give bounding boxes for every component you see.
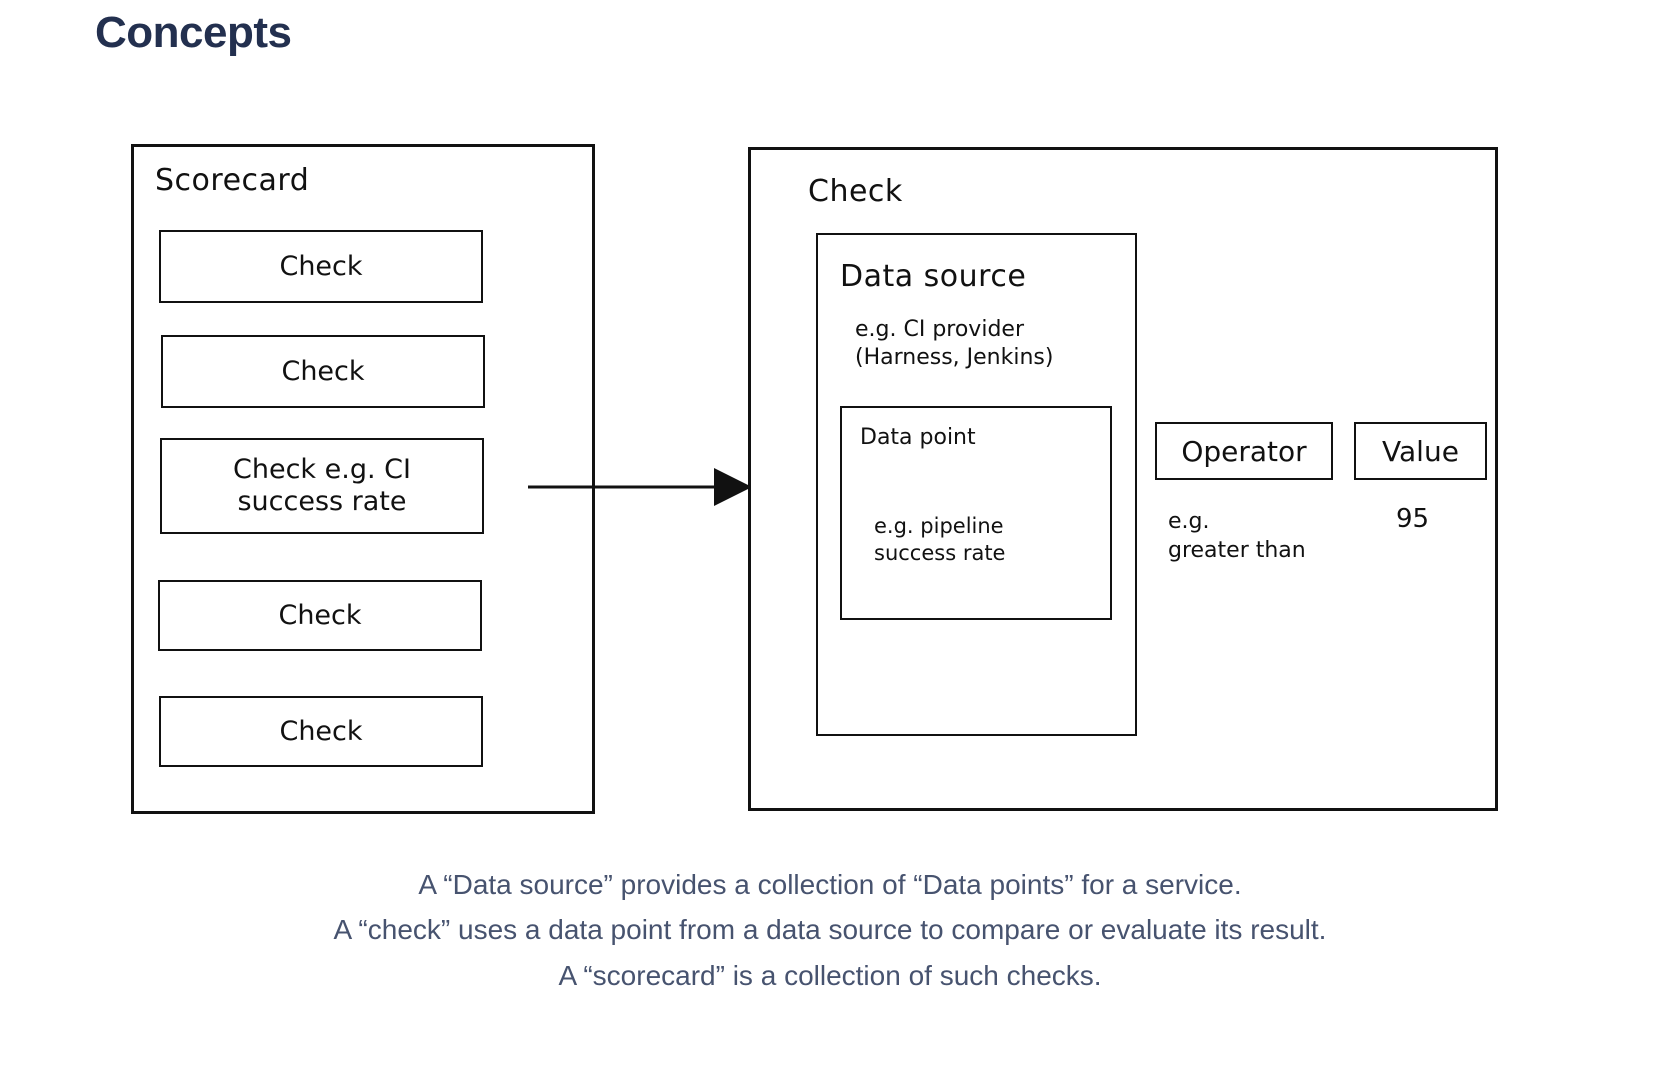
value-example: 95 <box>1396 504 1430 534</box>
scorecard-check-item-5[interactable]: Check <box>159 696 483 767</box>
data-point-example: e.g. pipeline success rate <box>874 514 1006 566</box>
scorecard-check-item-2[interactable]: Check <box>161 335 485 408</box>
scorecard-check-item-4[interactable]: Check <box>158 580 482 651</box>
data-source-label: Data source <box>840 259 1027 294</box>
caption-line-1: A “Data source” provides a collection of… <box>418 869 1242 900</box>
operator-example: e.g. greater than <box>1168 509 1306 563</box>
caption: A “Data source” provides a collection of… <box>0 862 1660 998</box>
check-panel-label: Check <box>808 174 903 209</box>
caption-line-3: A “scorecard” is a collection of such ch… <box>558 959 1102 991</box>
page-title: Concepts <box>95 8 292 57</box>
check-item-label: Check <box>281 355 365 387</box>
scorecard-label: Scorecard <box>155 163 310 198</box>
value-label: Value <box>1382 434 1459 468</box>
operator-box[interactable]: Operator <box>1155 422 1333 480</box>
scorecard-check-item-1[interactable]: Check <box>159 230 483 303</box>
data-source-example: e.g. CI provider (Harness, Jenkins) <box>855 317 1054 371</box>
data-point-label: Data point <box>860 425 976 450</box>
concepts-diagram: Scorecard Check Check Check e.g. CI succ… <box>131 144 1498 814</box>
caption-line-2: A “check” uses a data point from a data … <box>333 914 1327 946</box>
value-box[interactable]: Value <box>1354 422 1487 480</box>
operator-label: Operator <box>1181 434 1307 468</box>
check-item-label: Check <box>279 250 363 282</box>
check-item-label: Check <box>279 715 363 747</box>
check-item-label: Check e.g. CI success rate <box>233 454 411 517</box>
check-item-label: Check <box>278 599 362 631</box>
scorecard-check-item-3-ci-success-rate[interactable]: Check e.g. CI success rate <box>160 438 484 534</box>
data-point-box[interactable] <box>840 406 1112 620</box>
